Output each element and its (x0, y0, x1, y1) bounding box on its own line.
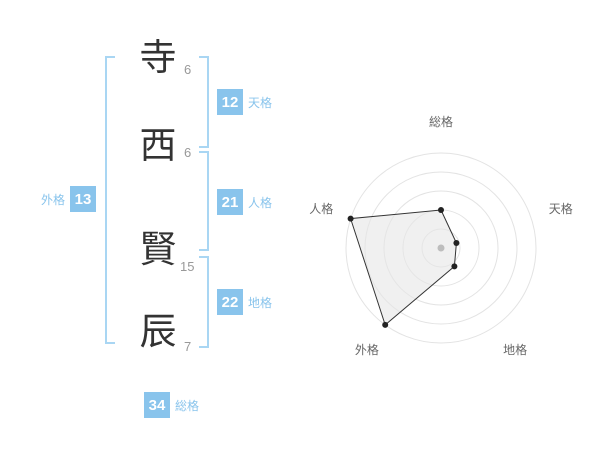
radar-data-point (347, 215, 354, 222)
chikaku-value-badge: 22 (217, 289, 243, 315)
jinkaku-bracket (199, 151, 209, 251)
name-char-4: 辰 (139, 311, 177, 352)
soukaku-label: 総格 (175, 398, 200, 413)
gaikaku-bracket (105, 56, 115, 344)
radar-grid-ring (345, 152, 537, 344)
radar-center-dot (437, 244, 445, 252)
name-char-1: 寺 (139, 37, 177, 78)
radar-chart: 総格天格地格 外格 人格 (300, 95, 600, 395)
gaikaku-label: 外格 (41, 192, 66, 207)
tenkaku-label: 天格 (248, 95, 273, 110)
radar-axis-label: 外格 (355, 342, 379, 357)
name-char-3: 賢 (139, 229, 177, 270)
soukaku-group: 34 総格 (144, 392, 199, 418)
radar-axis-label: 地格 (503, 342, 527, 357)
gaikaku-group: 外格 13 (41, 186, 97, 212)
stroke-count-3: 15 (180, 259, 195, 274)
stroke-count-4: 7 (184, 339, 192, 354)
radar-data-point (438, 207, 444, 213)
gaikaku-value-badge: 13 (70, 186, 97, 212)
stroke-count-2: 6 (184, 145, 192, 160)
chikaku-label: 地格 (248, 295, 273, 310)
radar-axis-label: 天格 (549, 201, 573, 216)
radar-data-point (382, 321, 389, 328)
soukaku-value-badge: 34 (144, 392, 170, 418)
radar-data-point (453, 240, 460, 246)
radar-axis-label: 人格 (309, 201, 333, 216)
radar-data-point (451, 263, 458, 270)
tenkaku-group: 12 天格 (217, 89, 272, 115)
jinkaku-label: 人格 (248, 195, 273, 210)
jinkaku-group: 21 人格 (217, 189, 272, 215)
chikaku-group: 22 地格 (217, 289, 272, 315)
chikaku-bracket (199, 256, 209, 348)
radar-axis-label: 総格 (429, 114, 453, 129)
tenkaku-value-badge: 12 (217, 89, 243, 115)
tenkaku-bracket (199, 56, 209, 148)
jinkaku-value-badge: 21 (217, 189, 243, 215)
name-char-2: 西 (139, 125, 177, 166)
radar-data-polygon (349, 209, 457, 326)
stroke-count-1: 6 (184, 62, 192, 77)
